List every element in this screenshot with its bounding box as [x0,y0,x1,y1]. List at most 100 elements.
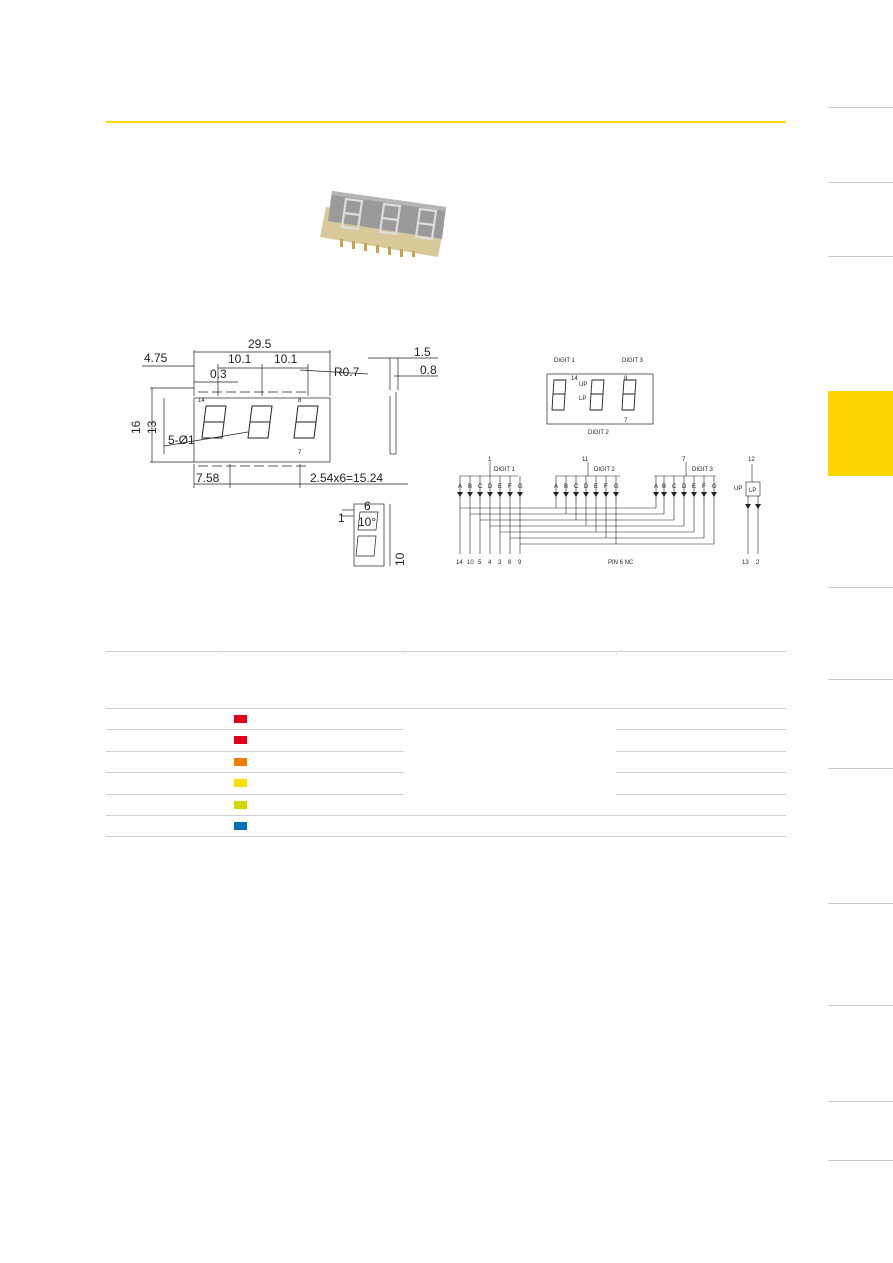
seg-e-1: E [498,484,502,490]
digit1-label: DIGIT 1 [494,467,516,473]
color-swatch-yellow [234,779,247,787]
dim-gap: 0.3 [210,367,227,381]
dim-seg-offset: 1 [338,511,345,525]
seg-d-3: D [682,484,687,490]
dim-seg-width: 6 [364,499,371,513]
pin-4: 4 [488,560,492,566]
top-digit2: DIGIT 2 [588,430,610,436]
side-tab-active[interactable] [828,391,893,476]
dim-bottom-left: 7.58 [196,471,220,485]
dim-height-inner: 13 [145,420,159,434]
seg-g-3: G [712,484,717,490]
column-divider [218,651,219,655]
dim-pitch-a: 10.1 [228,352,252,366]
pin-14: 14 [456,560,463,566]
side-divider [828,256,893,257]
table-row [616,729,786,730]
dim-pin-14: 14 [198,398,205,404]
pin-13: 13 [742,560,749,566]
side-divider [828,182,893,183]
table-row [616,794,786,795]
seg-d-2: D [584,484,589,490]
side-divider [828,903,893,904]
seg-f-3: F [702,484,706,490]
side-divider [828,679,893,680]
dim-total-width: 29.5 [248,337,272,351]
top-lp: LP [579,396,586,402]
column-divider [616,651,617,655]
dim-offset-left: 4.75 [144,351,168,365]
up-label: UP [734,486,742,492]
table-bottom-rule [106,836,786,837]
circuit-schematic: 1 DIGIT 1 11 DIGIT 2 7 DIGIT 3 12 UP LP … [456,457,761,566]
top-digit3: DIGIT 3 [622,358,644,364]
dim-pin-7: 7 [298,450,302,456]
seg-c-1: C [478,484,483,490]
seg-e-2: E [594,484,598,490]
seg-g-1: G [518,484,523,490]
digit2-label: DIGIT 2 [594,467,616,473]
dim-side-thin: 0.8 [420,363,437,377]
table-header-rule [106,651,786,652]
table-row [616,751,786,752]
header-rule [106,121,786,123]
seg-a-3: A [654,484,658,490]
column-divider [404,651,405,655]
top-pin8: 8 [624,376,628,382]
table-row [106,729,404,730]
table-row [106,708,786,709]
table-row [106,751,404,752]
seg-g-2: G [614,484,619,490]
color-swatch-red [234,736,247,744]
color-swatch-red [234,715,247,723]
seg-b-1: B [468,484,472,490]
pin-8: 8 [508,560,512,566]
product-photo [320,191,446,257]
seg-e-3: E [692,484,696,490]
seg-b-3: B [662,484,666,490]
side-divider [828,1160,893,1161]
dim-height-outer: 16 [129,420,143,434]
color-swatch-blue [234,822,247,830]
top-pin14: 14 [571,376,578,382]
pin-2: 2 [756,560,760,566]
dim-seg-angle: 10° [358,515,376,529]
digit2-pin: 11 [582,457,589,463]
dimension-drawing: 29.5 4.75 10.1 10.1 0.3 R0.7 5-Ø1 16 13 … [129,337,438,567]
seg-b-2: B [564,484,568,490]
top-up: UP [579,382,587,388]
seg-d-1: D [488,484,493,490]
top-pin7: 7 [624,418,628,424]
seg-a-2: A [554,484,558,490]
digit1-pin: 1 [488,457,492,463]
table-row [106,772,404,773]
seg-c-3: C [672,484,677,490]
lp-label: LP [749,488,756,494]
digit3-label: DIGIT 3 [692,467,714,473]
pin-10: 10 [467,560,474,566]
dim-pitch-b: 10.1 [274,352,298,366]
pin-9: 9 [518,560,522,566]
seg-f-2: F [604,484,608,490]
side-divider [828,768,893,769]
pin-3: 3 [498,560,502,566]
table-row [616,772,786,773]
table-row [106,815,786,816]
side-divider [828,1005,893,1006]
table-row [106,794,404,795]
side-divider [828,1101,893,1102]
digit3-pin: 7 [682,457,686,463]
top-digit1: DIGIT 1 [554,358,576,364]
seg-c-2: C [574,484,579,490]
dim-pin-8: 8 [298,398,302,404]
pin-5: 5 [478,560,482,566]
dim-radius: R0.7 [334,365,360,379]
seg-f-1: F [508,484,512,490]
seg-a-1: A [458,484,462,490]
dim-side-thick: 1.5 [414,345,431,359]
side-divider [828,107,893,108]
dim-hole: 5-Ø1 [168,433,195,447]
extra-pin: 12 [748,457,755,463]
dim-seg-height: 10 [393,552,407,566]
dim-pin-pitch: 2.54x6=15.24 [310,471,383,485]
